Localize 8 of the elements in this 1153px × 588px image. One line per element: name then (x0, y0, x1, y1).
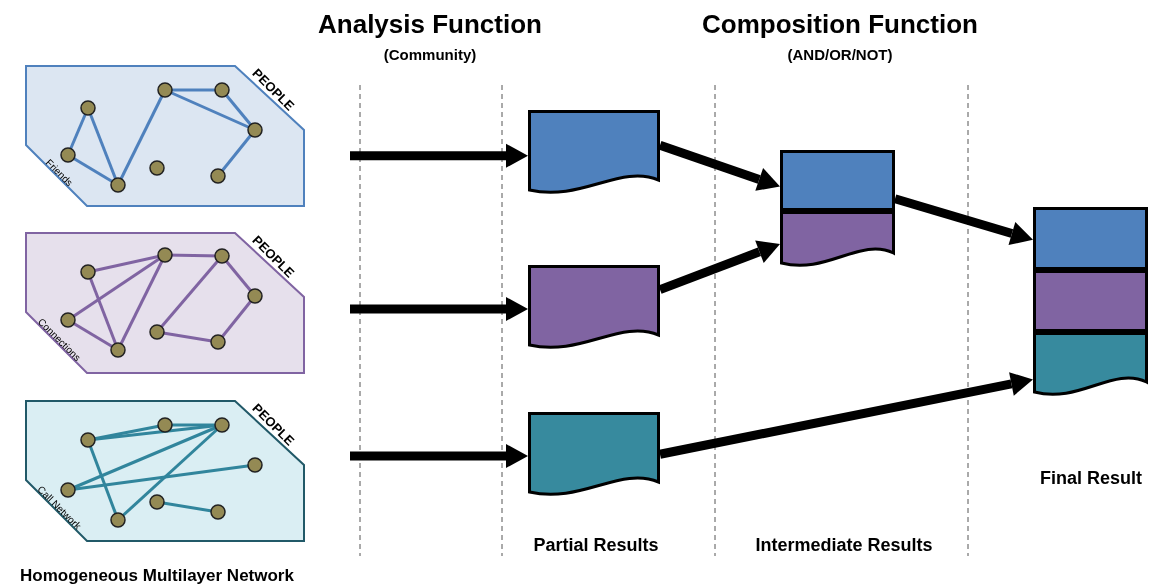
caption-text: Homogeneous Multilayer Network (20, 565, 295, 587)
caption-text: Composition Function (701, 8, 979, 41)
caption-text: Analysis Function (318, 8, 542, 41)
caption-text: (Community) (382, 46, 478, 65)
caption-text: Intermediate Results (754, 534, 934, 557)
caption-text: Partial Results (532, 534, 660, 557)
caption-text: Final Result (1039, 467, 1143, 490)
caption-text: (AND/OR/NOT) (786, 46, 894, 65)
